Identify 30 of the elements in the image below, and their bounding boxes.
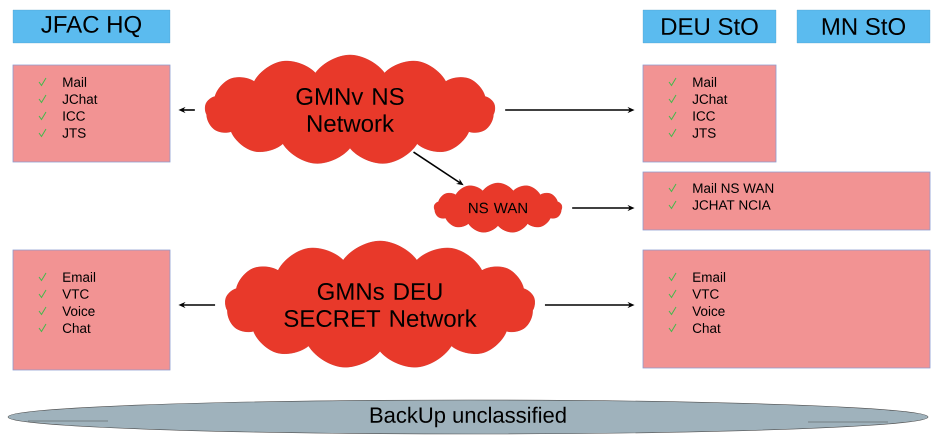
list-item: Voice [692, 306, 725, 316]
list-item: JCHAT NCIA [692, 200, 771, 210]
list-item: JTS [62, 128, 86, 138]
list-item: Mail NS WAN [693, 183, 774, 193]
network-cloud: GMNs DEU SECRET Network [225, 240, 535, 368]
list-item: JChat [692, 94, 728, 104]
service-list-box [642, 250, 930, 368]
list-item: ICC [63, 111, 85, 121]
network-cloud: GMNv NS Network [204, 54, 496, 164]
backup-cloud: BackUp unclassified [8, 400, 928, 434]
header-box: DEU StO [642, 10, 776, 44]
header-box: MN StO [796, 10, 930, 44]
header-box: JFAC HQ [12, 10, 170, 44]
list-item: Chat [692, 323, 721, 333]
list-item: ICC [693, 111, 715, 121]
list-item: Email [693, 272, 726, 282]
list-item: VTC [62, 289, 89, 299]
list-item: JChat [62, 94, 98, 104]
network-cloud: NS WAN [434, 182, 562, 232]
list-item: Chat [62, 323, 91, 333]
list-item: Mail [63, 77, 86, 87]
service-list-box [12, 64, 170, 162]
service-list-box [642, 64, 776, 162]
service-list-box [642, 172, 930, 230]
list-item: Email [63, 272, 96, 282]
list-item: JTS [692, 128, 716, 138]
list-item: VTC [692, 289, 719, 299]
service-list-box [12, 250, 170, 370]
list-item: Mail [693, 77, 716, 87]
list-item: Voice [62, 306, 95, 316]
